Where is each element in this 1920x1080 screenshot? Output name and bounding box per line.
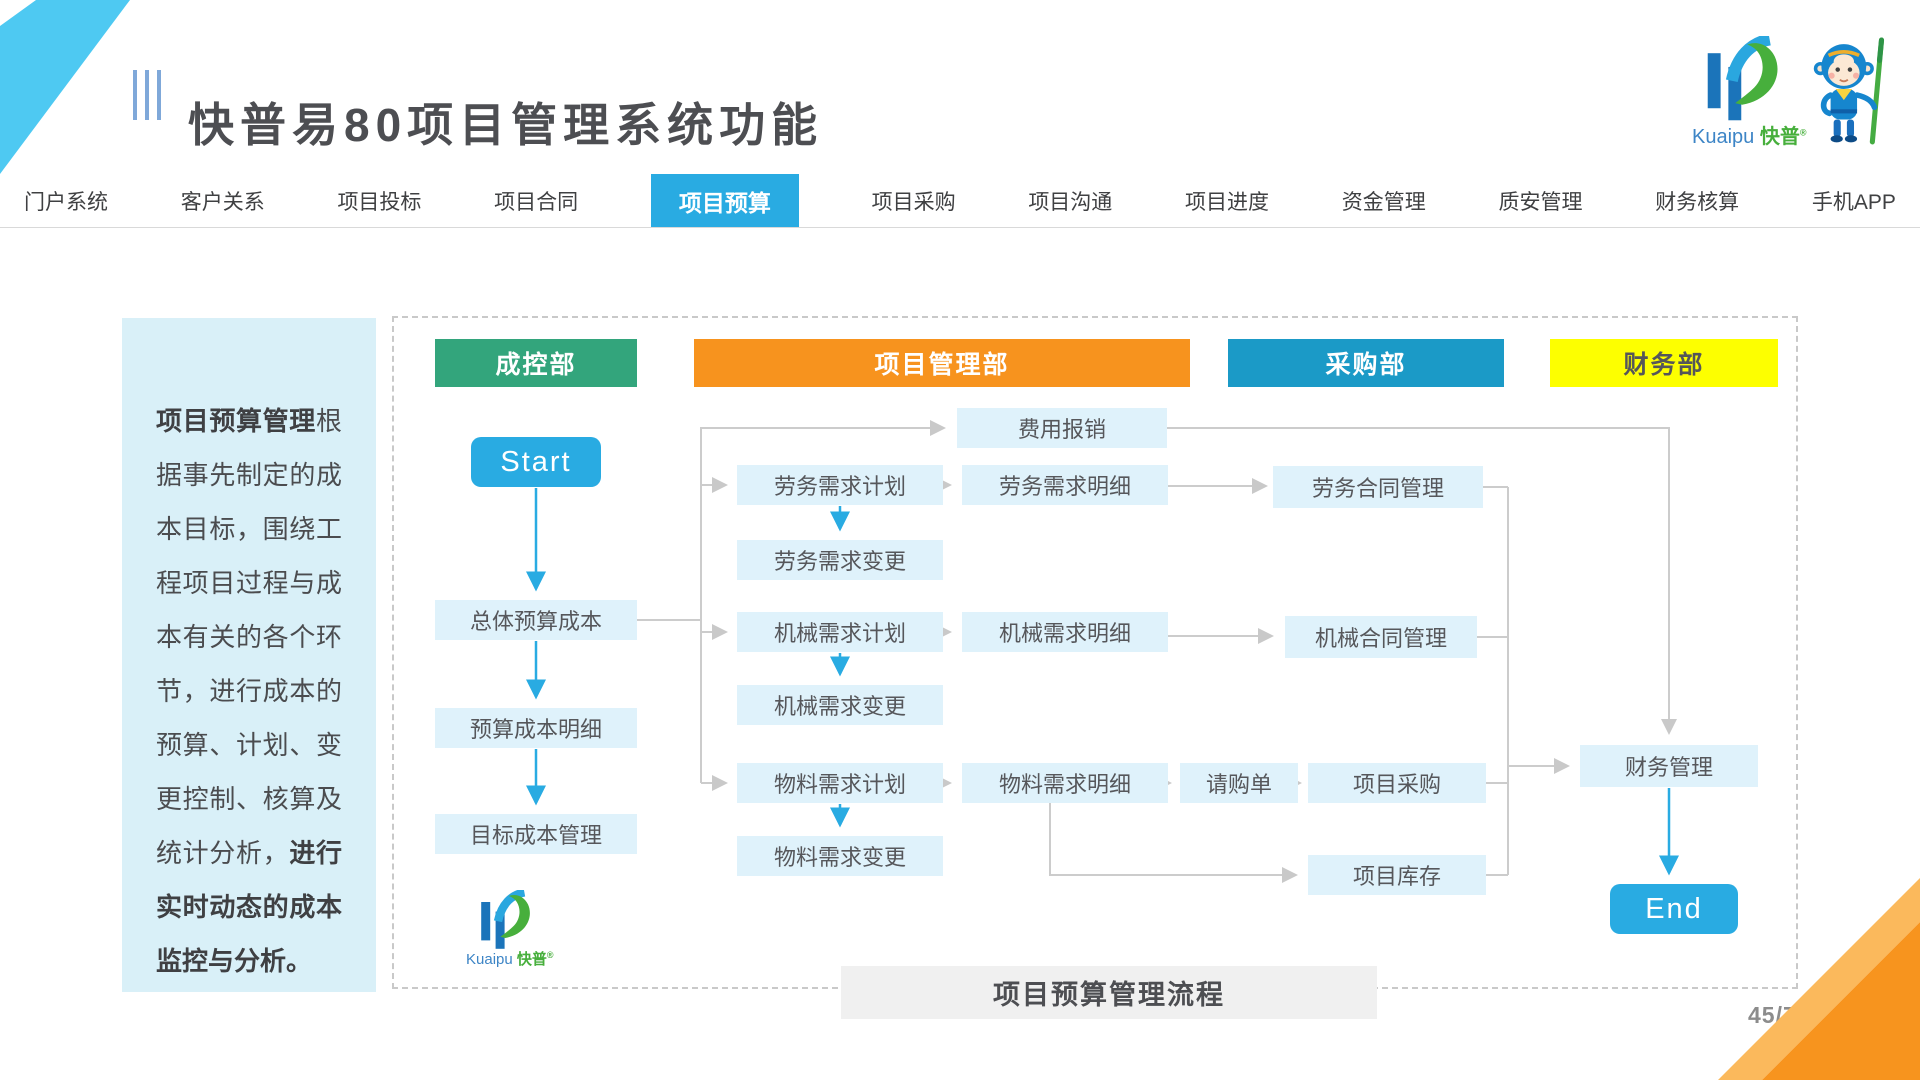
node-labor-contract-management: 劳务合同管理 — [1273, 466, 1483, 508]
node-overall-budget-cost: 总体预算成本 — [435, 600, 637, 640]
nav-tab-quality[interactable]: 质安管理 — [1498, 190, 1583, 214]
node-labor-demand-detail: 劳务需求明细 — [962, 465, 1168, 505]
nav-tab-portal[interactable]: 门户系统 — [24, 190, 108, 214]
node-material-demand-detail: 物料需求明细 — [962, 763, 1168, 803]
node-labor-demand-plan: 劳务需求计划 — [737, 465, 943, 505]
budget-description-panel: 项目预算管理根据事先制定的成本目标，围绕工程项目过程与成本有关的各个环节，进行成… — [122, 318, 376, 992]
dept-header-purchasing: 采购部 — [1228, 339, 1504, 387]
node-material-demand-change: 物料需求变更 — [737, 836, 943, 876]
nav-tab-mobile-app[interactable]: 手机APP — [1811, 190, 1896, 214]
title-accent-bars-icon — [133, 70, 161, 120]
nav-tab-customer[interactable]: 客户关系 — [180, 190, 265, 214]
kuaipu-logo-icon — [480, 890, 530, 949]
node-machine-demand-change: 机械需求变更 — [737, 685, 943, 725]
node-machine-demand-plan: 机械需求计划 — [737, 612, 943, 652]
page-title: 快普易80项目管理系统功能 — [188, 98, 824, 151]
nav-tab-bidding[interactable]: 项目投标 — [337, 190, 422, 214]
node-project-purchase: 项目采购 — [1308, 763, 1486, 803]
corner-decoration-top-left — [0, 0, 130, 174]
brand-caption: Kuaipu 快普® — [466, 950, 554, 968]
nav-tab-contract[interactable]: 项目合同 — [494, 190, 579, 214]
node-finance-management: 财务管理 — [1580, 745, 1758, 787]
node-target-cost-management: 目标成本管理 — [435, 814, 637, 854]
node-material-demand-plan: 物料需求计划 — [737, 763, 943, 803]
node-machine-contract-management: 机械合同管理 — [1285, 616, 1477, 658]
node-labor-demand-change: 劳务需求变更 — [737, 540, 943, 580]
flowchart-caption: 项目预算管理流程 — [841, 966, 1377, 1019]
node-machine-demand-detail: 机械需求明细 — [962, 612, 1168, 652]
module-tab-bar: 门户系统 客户关系 项目投标 项目合同 项目预算 项目采购 项目沟通 项目进度 … — [0, 174, 1920, 228]
brand-logo: Kuaipu 快普® — [1692, 36, 1894, 149]
kuaipu-logo-icon — [1707, 36, 1778, 121]
node-project-stock: 项目库存 — [1308, 855, 1486, 895]
node-purchase-request: 请购单 — [1180, 763, 1298, 803]
dept-header-finance: 财务部 — [1550, 339, 1778, 387]
nav-tab-communication[interactable]: 项目沟通 — [1028, 190, 1113, 214]
chart-watermark-logo: Kuaipu 快普® — [466, 890, 554, 969]
dept-header-project-management: 项目管理部 — [694, 339, 1190, 387]
nav-tab-funds[interactable]: 资金管理 — [1341, 190, 1426, 214]
node-start: Start — [471, 437, 601, 487]
node-end: End — [1610, 884, 1738, 934]
brand-caption: Kuaipu 快普® — [1692, 126, 1807, 148]
node-expense-reimbursement: 费用报销 — [957, 408, 1167, 448]
mascot-monkey-icon — [1814, 37, 1885, 145]
nav-tab-progress[interactable]: 项目进度 — [1185, 190, 1270, 214]
budget-description-text: 项目预算管理根据事先制定的成本目标，围绕工程项目过程与成本有关的各个环节，进行成… — [156, 406, 342, 976]
nav-tab-budget[interactable]: 项目预算 — [650, 174, 799, 227]
corner-decoration-bottom-right — [1718, 878, 1920, 1080]
dept-header-cost-control: 成控部 — [435, 339, 637, 387]
nav-tab-procurement[interactable]: 项目采购 — [871, 190, 956, 214]
nav-tab-finance[interactable]: 财务核算 — [1655, 190, 1740, 214]
node-budget-cost-detail: 预算成本明细 — [435, 708, 637, 748]
